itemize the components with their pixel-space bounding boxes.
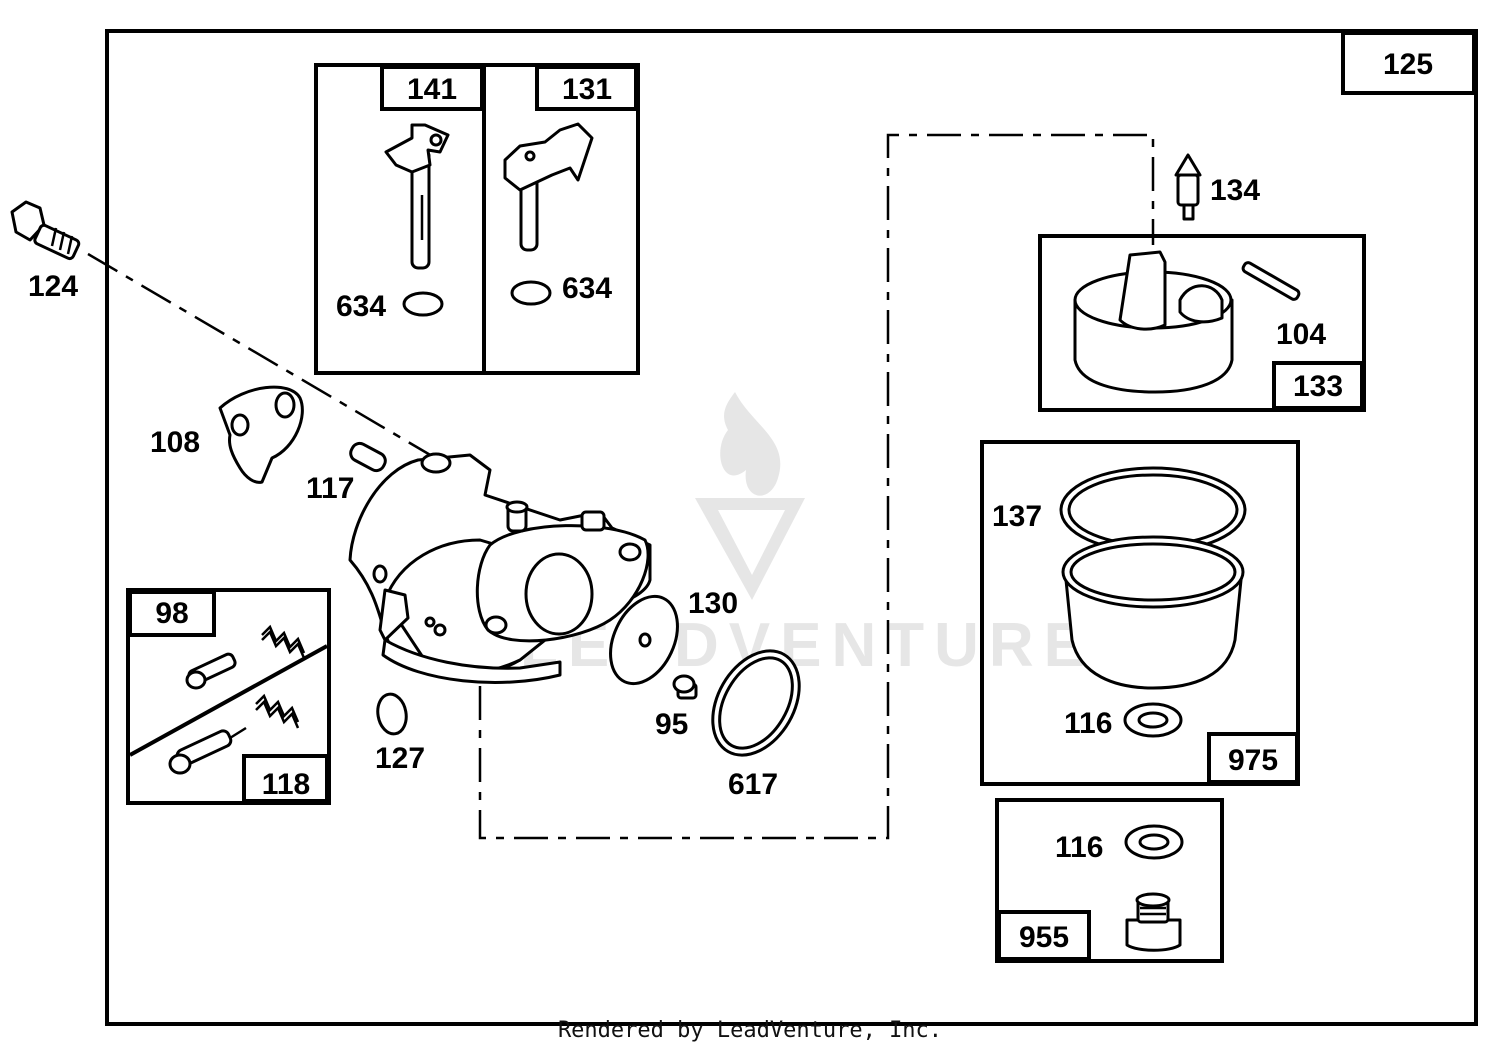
float-part: [1073, 250, 1234, 394]
pin-117-part: [349, 441, 387, 473]
washer-634-b: [510, 280, 552, 306]
float-bowl-part: [1061, 535, 1245, 690]
throttle-shaft-part: [384, 123, 450, 270]
float-pin-part: [1241, 261, 1301, 301]
bowl-leader-line: [478, 133, 1155, 840]
bowl-gasket-part: [1059, 466, 1247, 554]
kit-label-141: 141: [407, 73, 457, 106]
rendered-by-credit: Rendered by LeadVenture, Inc.: [557, 1018, 943, 1043]
choke-shaft-part: [503, 122, 594, 252]
plug-127-part: [376, 692, 408, 736]
part-label-127: 127: [375, 742, 425, 775]
kit-box-141-131: 141 131 634 634: [314, 63, 640, 375]
kit-box-133: 133 104: [1038, 234, 1366, 412]
o-ring-617-part: [711, 649, 801, 757]
kit-label-133: 133: [1293, 370, 1343, 403]
kit-box-955: 955 116: [995, 798, 1224, 963]
carburetor-body-part: [348, 452, 652, 684]
part-label-104: 104: [1276, 318, 1326, 351]
kit-label-118: 118: [262, 768, 310, 801]
outer-frame: [105, 29, 1478, 1026]
plate-hole-a: [230, 413, 250, 437]
part-label-134: 134: [1210, 174, 1260, 207]
kit-label-98: 98: [155, 597, 188, 630]
kit-label-955: 955: [1019, 921, 1069, 954]
part-label-95: 95: [655, 708, 688, 741]
part-label-117: 117: [306, 472, 354, 505]
spring-b-part: [255, 693, 300, 729]
part-label-617: 617: [728, 768, 778, 801]
plate-hole-b: [274, 391, 296, 419]
bolt-part: [10, 200, 81, 261]
watermark-flame-icon: [720, 392, 781, 496]
diaphragm-hole: [638, 632, 652, 648]
part-label-137: 137: [992, 500, 1042, 533]
part-label-634-b: 634: [562, 272, 612, 305]
bowl-nut-part: [1125, 892, 1182, 952]
assembly-number-box: [1341, 31, 1476, 95]
part-label-116-a: 116: [1064, 707, 1112, 740]
washer-634-a: [402, 291, 444, 317]
kit-label-131: 131: [562, 73, 612, 106]
part-label-116-b: 116: [1055, 831, 1103, 864]
mixture-screw-part: [168, 726, 247, 775]
kit-label-975: 975: [1228, 744, 1278, 777]
idle-screw-part: [185, 652, 237, 690]
bolt-leader-line: [87, 252, 433, 458]
washer-116-b: [1124, 824, 1184, 860]
part-label-634-a: 634: [336, 290, 386, 323]
kit-box-98-118: 98 118: [126, 588, 331, 805]
part-label-130: 130: [688, 587, 738, 620]
kit-box-975: 975 137 116: [980, 440, 1300, 786]
screw-95-part: [672, 674, 698, 700]
spring-a-part: [261, 624, 306, 659]
watermark-v-icon: [695, 498, 805, 600]
inlet-needle-part: [1174, 153, 1202, 221]
assembly-number: 125: [1383, 48, 1433, 81]
washer-116-a: [1123, 702, 1183, 738]
part-label-124: 124: [28, 270, 78, 303]
part-label-108: 108: [150, 426, 200, 459]
